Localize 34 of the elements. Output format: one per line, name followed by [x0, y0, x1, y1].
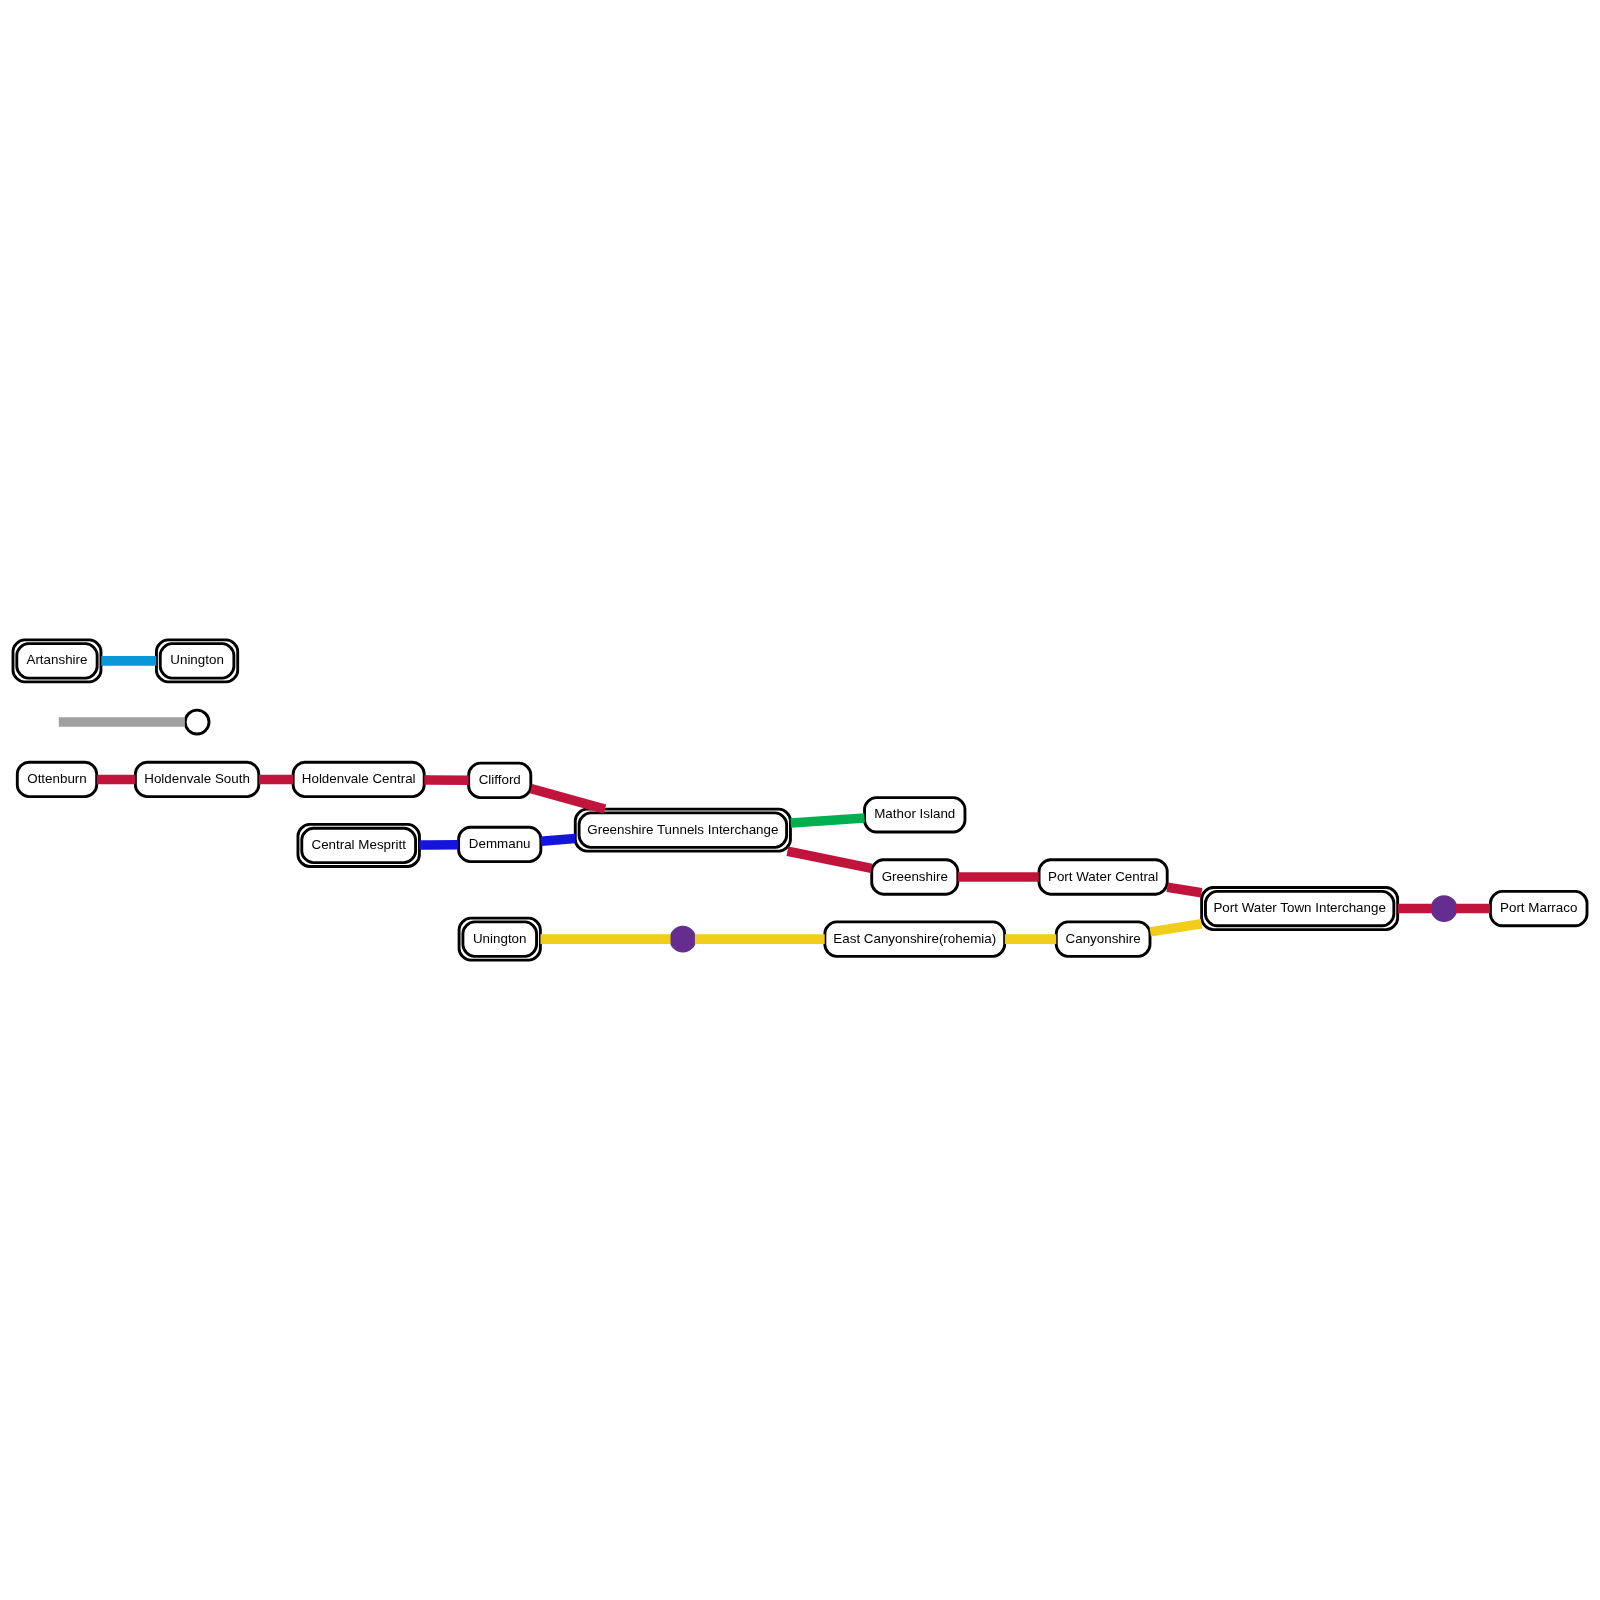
- connector: [786, 846, 873, 874]
- node-box: East Canyonshire(rohemia): [823, 920, 1007, 958]
- connector: [1166, 882, 1203, 898]
- connector: [58, 717, 185, 727]
- connector: [958, 872, 1039, 882]
- connector: [419, 839, 459, 850]
- node-box: Clifford: [467, 761, 533, 800]
- node-box: Greenshire: [870, 858, 960, 896]
- connector: [540, 833, 576, 847]
- connector: [101, 656, 157, 666]
- node-box: Ottenburn: [15, 760, 99, 799]
- connector: [424, 775, 469, 785]
- connector: [1398, 903, 1432, 914]
- connector: [1149, 919, 1203, 937]
- connector: [540, 934, 671, 944]
- node-box: Port Water Central: [1037, 858, 1169, 896]
- connector: [790, 813, 865, 828]
- node-circle: [1430, 895, 1458, 922]
- node-box: Holdenvale South: [133, 760, 261, 799]
- connector: [1004, 934, 1057, 944]
- node-box: Holdenvale Central: [291, 760, 426, 799]
- connector: [258, 774, 294, 785]
- node-box: Unington: [457, 916, 542, 962]
- node-box: Demmanu: [457, 825, 543, 864]
- connector: [1456, 903, 1491, 914]
- node-box: Port Marraco: [1489, 889, 1589, 928]
- node-circle: [183, 708, 211, 736]
- connector: [529, 784, 607, 814]
- node-box: Mathor Island: [863, 796, 967, 834]
- node-box: Artanshire: [11, 638, 103, 684]
- node-circle: [669, 925, 697, 953]
- node-box: Canyonshire: [1054, 920, 1152, 958]
- connector: [694, 934, 825, 944]
- connector: [96, 774, 136, 785]
